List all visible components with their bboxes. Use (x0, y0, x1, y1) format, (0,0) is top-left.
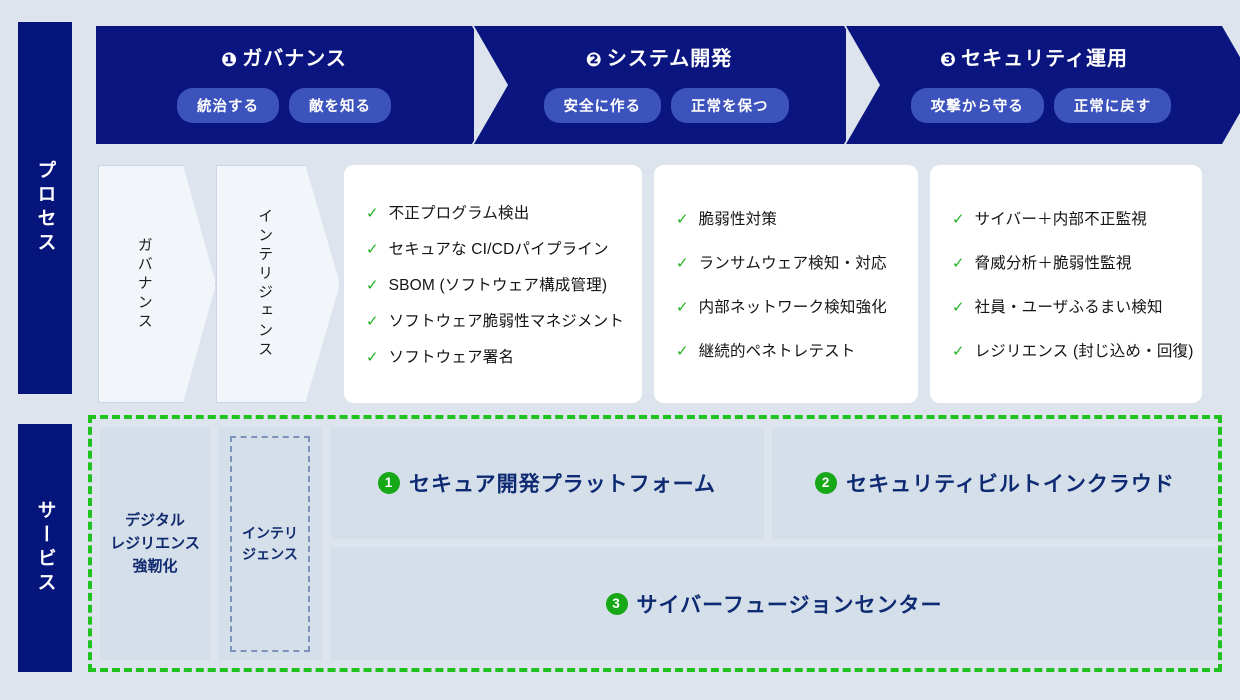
process-card-operations: ✓ 脆弱性対策 ✓ ランサムウェア検知・対応 ✓ 内部ネットワーク検知強化 ✓ … (654, 165, 918, 403)
service-intelligence-column: インテリ ジェンス (218, 427, 322, 660)
service-digital-resilience: デジタル レジリエンス 強靭化 (100, 427, 210, 660)
check-icon: ✓ (366, 349, 379, 366)
process-chevron-governance-label: ガバナンス (135, 236, 153, 332)
list-item-label: 脆弱性対策 (698, 211, 778, 228)
list-item: ✓ 脆弱性対策 (676, 207, 896, 229)
process-chevron-governance: ガバナンス (98, 165, 216, 403)
phase-2-number: ❷ (585, 50, 603, 71)
badge-number-1: 1 (378, 472, 401, 494)
phase-1-title: ガバナンス (242, 48, 347, 70)
phase-3-pill-1: 攻撃から守る (910, 88, 1044, 123)
check-icon: ✓ (952, 299, 965, 316)
service-platform-secure-development: 1 セキュア開発プラットフォーム (330, 427, 764, 539)
phase-2-pills: 安全に作る 正常を保つ (474, 88, 844, 123)
list-item: ✓ 脅威分析＋脆弱性監視 (952, 251, 1180, 273)
list-item-label: セキュアな CI/CDパイプライン (388, 241, 609, 258)
process-card-monitoring: ✓ サイバー＋内部不正監視 ✓ 脅威分析＋脆弱性監視 ✓ 社員・ユーザふるまい検… (930, 165, 1202, 403)
phase-2-pill-1: 安全に作る (543, 88, 661, 123)
phase-3-title: セキュリティ運用 (961, 48, 1128, 70)
check-icon: ✓ (952, 211, 965, 228)
service-intelligence-box: インテリ ジェンス (230, 435, 310, 652)
check-icon: ✓ (366, 313, 379, 330)
check-icon: ✓ (676, 299, 689, 316)
sidebar-service-text: サービス (34, 500, 56, 596)
check-icon: ✓ (366, 277, 379, 294)
phase-1-pill-2: 敵を知る (289, 88, 391, 123)
list-item: ✓ サイバー＋内部不正監視 (952, 207, 1180, 229)
phase-1-pill-1: 統治する (177, 88, 279, 123)
list-item: ✓ レジリエンス (封じ込め・回復) (952, 339, 1193, 361)
sidebar-label-process: プロセス (18, 22, 72, 394)
check-icon: ✓ (676, 255, 689, 272)
list-item-label: 内部ネットワーク検知強化 (698, 299, 887, 316)
arrow-notch-icon (846, 26, 880, 144)
process-chevron-intelligence: インテリジェンス (216, 165, 340, 403)
check-icon: ✓ (952, 343, 965, 360)
list-item: ✓ セキュアな CI/CDパイプライン (366, 237, 620, 259)
service-platform-security-built-in-cloud: 2 セキュリティビルトインクラウド (772, 427, 1218, 539)
list-item: ✓ ソフトウェア署名 (366, 345, 620, 367)
list-item-label: ランサムウェア検知・対応 (698, 255, 887, 272)
list-item-label: 継続的ペネトレテスト (698, 343, 856, 360)
service-digital-resilience-label: デジタル レジリエンス 強靭化 (110, 511, 200, 576)
process-chevron-intelligence-label: インテリジェンス (256, 208, 274, 360)
phase-3-pill-2: 正常に戻す (1053, 88, 1172, 123)
phase-3-number: ❸ (940, 50, 958, 71)
service-platform-2-title: セキュリティビルトインクラウド (846, 473, 1175, 496)
sidebar-label-service: サービス (18, 424, 72, 672)
check-icon: ✓ (366, 241, 379, 258)
list-item: ✓ ランサムウェア検知・対応 (676, 251, 896, 273)
list-item-label: ソフトウェア脆弱性マネジメント (388, 313, 625, 330)
service-platform-1-title-row: 1 セキュア開発プラットフォーム (378, 468, 716, 498)
list-item-label: ソフトウェア署名 (388, 349, 515, 366)
service-intelligence-label: インテリ ジェンス (242, 524, 298, 562)
check-icon: ✓ (676, 343, 689, 360)
process-card-system-development: ✓ 不正プログラム検出 ✓ セキュアな CI/CDパイプライン ✓ SBOM (… (344, 165, 642, 403)
list-item: ✓ SBOM (ソフトウェア構成管理) (366, 273, 620, 295)
service-platform-1-title: セキュア開発プラットフォーム (409, 473, 716, 496)
list-item: ✓ ソフトウェア脆弱性マネジメント (366, 309, 624, 331)
service-platform-2-title-row: 2 セキュリティビルトインクラウド (815, 468, 1175, 498)
service-cyber-fusion-center: 3 サイバーフュージョンセンター (330, 547, 1218, 660)
list-item: ✓ 内部ネットワーク検知強化 (676, 295, 896, 317)
list-item: ✓ 不正プログラム検出 (366, 201, 620, 223)
phase-2-pill-2: 正常を保つ (671, 88, 789, 123)
phase-1-pills: 統治する 敵を知る (96, 88, 472, 123)
phase-2-title: システム開発 (606, 48, 733, 70)
badge-number-2: 2 (815, 472, 838, 494)
check-icon: ✓ (366, 205, 379, 222)
service-section-frame: デジタル レジリエンス 強靭化 インテリ ジェンス 1 セキュア開発プラットフォ… (88, 415, 1222, 672)
list-item-label: 不正プログラム検出 (388, 205, 530, 222)
list-item: ✓ 継続的ペネトレテスト (676, 339, 896, 361)
list-item-label: SBOM (ソフトウェア構成管理) (388, 277, 608, 294)
check-icon: ✓ (952, 255, 965, 272)
phase-1-number: ❶ (221, 50, 239, 71)
list-item-label: サイバー＋内部不正監視 (974, 211, 1147, 228)
service-fusion-title: サイバーフュージョンセンター (636, 593, 943, 617)
list-item: ✓ 社員・ユーザふるまい検知 (952, 295, 1180, 317)
badge-number-3: 3 (605, 592, 628, 615)
arrow-notch-icon (474, 26, 508, 144)
service-fusion-title-row: 3 サイバーフュージョンセンター (605, 589, 943, 619)
sidebar-process-text: プロセス (34, 160, 56, 256)
list-item-label: レジリエンス (封じ込め・回復) (974, 343, 1194, 360)
list-item-label: 脅威分析＋脆弱性監視 (974, 255, 1132, 272)
check-icon: ✓ (676, 211, 689, 228)
list-item-label: 社員・ユーザふるまい検知 (974, 299, 1163, 316)
phase-3-pills: 攻撃から守る 正常に戻す (846, 88, 1222, 123)
arrow-point-icon (1222, 26, 1240, 144)
